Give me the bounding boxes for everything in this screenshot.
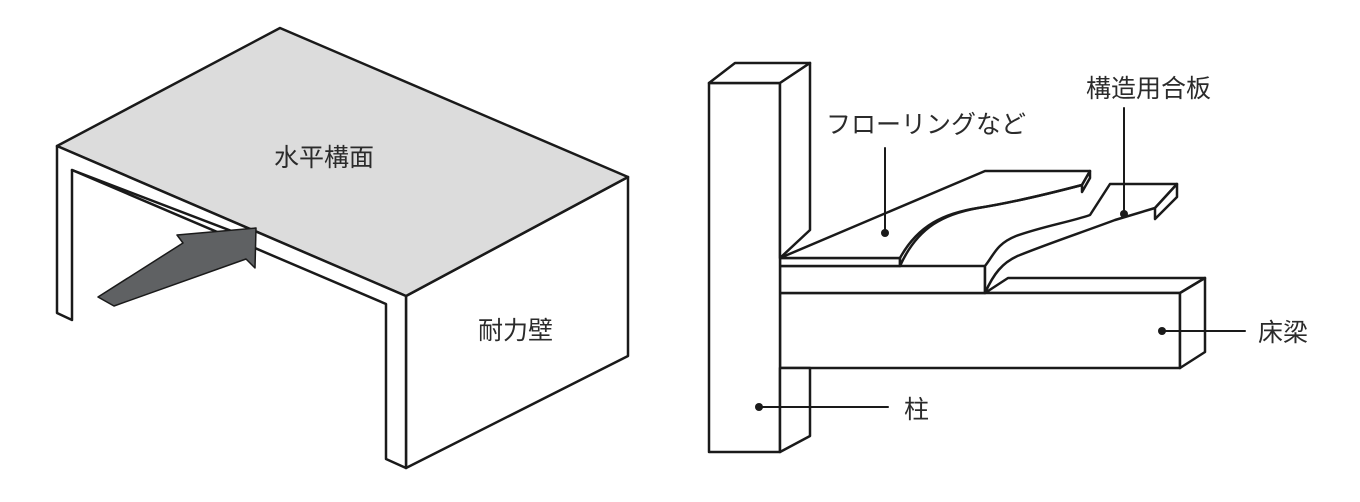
right-floor-detail-diagram [707,61,1207,454]
floor-beam-label: 床梁 [1258,318,1308,347]
left-structure-diagram [55,26,630,470]
leader-dots [755,210,1166,411]
leader-lines [758,107,1246,408]
bearing-wall-label: 耐力壁 [478,316,553,345]
horizontal-plane-label: 水平構面 [274,143,374,172]
structural-plywood-label: 構造用合板 [1086,74,1211,103]
plywood-leader-dot [1120,210,1128,218]
floor-beam-end [1178,276,1207,370]
column-leader-dot [755,403,763,411]
flooring-leader-dot [881,229,889,237]
column-label: 柱 [904,395,929,424]
flooring-end [1080,169,1092,194]
floor-beam-front [778,291,1182,370]
load-arrow [97,227,257,307]
flooring-label: フローリングなど [826,110,1026,139]
flooring-top [778,169,1092,268]
plywood-front [778,264,987,295]
column-side-upper [778,61,812,260]
column-side-lower [778,366,812,454]
beam-leader-dot [1158,327,1166,335]
back-wall-edge [70,168,257,242]
column-front [707,81,782,454]
labels: 水平構面 耐力壁 フローリングなど 構造用合板 床梁 柱 [274,74,1308,424]
flooring-cut-edge [898,183,1084,260]
plywood-top [983,182,1179,295]
plywood-end [1153,182,1179,221]
